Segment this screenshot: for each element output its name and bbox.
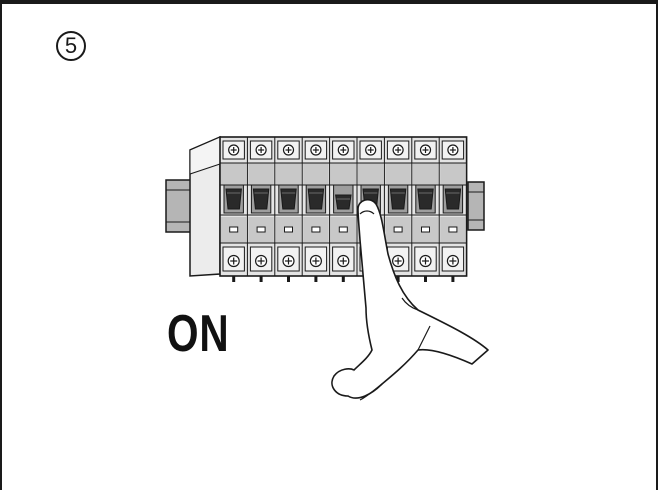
toggle-lever[interactable] [390, 189, 405, 209]
circuit-breaker-illustration [2, 4, 658, 494]
breaker-module[interactable] [302, 137, 328, 282]
breaker-module[interactable] [220, 137, 246, 282]
breaker-module[interactable] [412, 137, 438, 282]
breaker-block-side [190, 137, 220, 276]
status-indicator [422, 227, 430, 232]
breaker-module[interactable] [330, 137, 356, 282]
status-indicator [449, 227, 457, 232]
status-indicator [394, 227, 402, 232]
status-indicator [230, 227, 238, 232]
on-label: ON [167, 308, 229, 360]
status-indicator [257, 227, 265, 232]
toggle-lever[interactable] [308, 189, 323, 209]
toggle-lever[interactable] [418, 189, 433, 209]
status-indicator [339, 227, 347, 232]
breaker-row [220, 137, 467, 282]
toggle-lever[interactable] [445, 189, 460, 209]
toggle-lever[interactable] [281, 189, 296, 209]
breaker-module[interactable] [439, 137, 465, 282]
breaker-module[interactable] [275, 137, 301, 282]
breaker-module[interactable] [247, 137, 273, 282]
toggle-lever[interactable] [226, 189, 241, 209]
toggle-lever[interactable] [336, 195, 351, 209]
status-indicator [312, 227, 320, 232]
toggle-lever[interactable] [253, 189, 268, 209]
status-indicator [285, 227, 293, 232]
